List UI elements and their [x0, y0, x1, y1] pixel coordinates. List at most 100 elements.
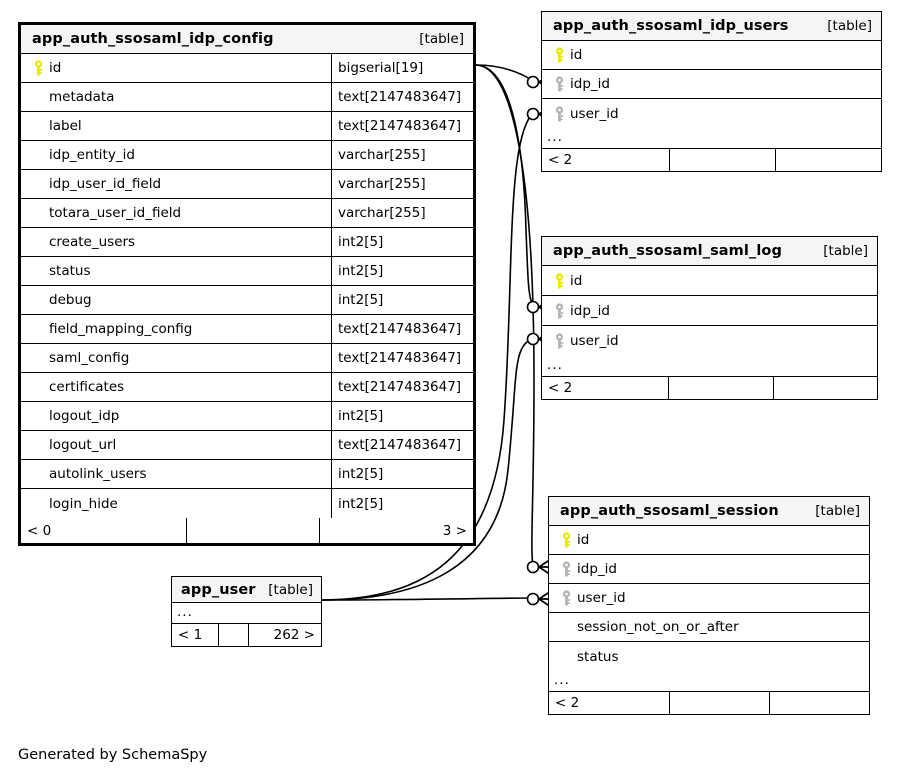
relation-idpconfig-to-session	[475, 64, 535, 567]
footer-cell-left[interactable]: < 2	[548, 380, 573, 396]
cardinality-zero-session-idpid	[526, 560, 540, 574]
table-title: app_auth_ssosaml_idp_users	[553, 18, 789, 34]
column-type: text[2147483647]	[331, 431, 473, 459]
table-row[interactable]: idp_id	[542, 70, 881, 99]
column-cell: idp_id	[542, 70, 881, 98]
table-row[interactable]: user_id	[549, 584, 869, 613]
footer-cell-right	[775, 149, 881, 171]
column-name: id	[49, 60, 62, 76]
column-name: metadata	[49, 89, 115, 105]
cardinality-zero-idpusers-userid	[526, 107, 540, 121]
column-cell: idp_user_id_field	[21, 170, 331, 198]
column-cell: login_hide	[21, 489, 331, 518]
table-row[interactable]: session_not_on_or_after	[549, 613, 869, 642]
column-name: autolink_users	[49, 466, 147, 482]
table-row[interactable]: id	[549, 526, 869, 555]
footer-cell-right	[769, 692, 869, 714]
table-row[interactable]: idp_id	[542, 296, 877, 326]
table-row[interactable]: saml_config text[2147483647]	[21, 344, 473, 373]
relation-idpconfig-to-idpusers	[475, 64, 534, 82]
column-type: int2[5]	[331, 286, 473, 314]
column-cell: idp_entity_id	[21, 141, 331, 169]
table-footer: < 0 3 >	[21, 518, 473, 543]
column-type: int2[5]	[331, 402, 473, 430]
column-cell: id	[21, 54, 331, 82]
column-cell: user_id	[542, 99, 881, 128]
footer-cell-middle	[669, 692, 769, 714]
column-cell: user_id	[542, 326, 877, 356]
column-name: saml_config	[49, 350, 130, 366]
table-row[interactable]: metadata text[2147483647]	[21, 83, 473, 112]
footer-cell-middle	[669, 149, 775, 171]
column-type: varchar[255]	[331, 141, 473, 169]
column-type: text[2147483647]	[331, 344, 473, 372]
footer-cell-left[interactable]: < 2	[555, 695, 580, 711]
footer-cell-left[interactable]: < 0	[27, 522, 52, 539]
footer-cell-left[interactable]: < 1	[178, 627, 203, 643]
column-name: id	[570, 272, 583, 289]
column-cell: logout_url	[21, 431, 331, 459]
primary-key-icon	[549, 47, 570, 63]
primary-key-icon	[28, 60, 49, 76]
table-row[interactable]: status	[549, 642, 869, 671]
column-cell: create_users	[21, 228, 331, 256]
more-columns-indicator: ...	[542, 356, 877, 377]
column-type: int2[5]	[331, 460, 473, 488]
table-row[interactable]: user_id	[542, 99, 881, 128]
column-cell: idp_id	[542, 296, 877, 325]
footer-cell-left[interactable]: < 2	[548, 152, 573, 168]
table-row[interactable]: id	[542, 41, 881, 70]
footer-cell-right[interactable]: 3 >	[319, 518, 473, 543]
column-type: varchar[255]	[331, 170, 473, 198]
cardinality-zero-idpusers-idpid	[526, 75, 540, 89]
table-title: app_user	[181, 581, 256, 598]
table-footer: < 2	[542, 149, 881, 171]
column-name: idp_id	[577, 561, 617, 577]
table-title: app_auth_ssosaml_saml_log	[553, 243, 782, 259]
primary-key-icon	[549, 272, 570, 289]
column-name: totara_user_id_field	[49, 205, 182, 221]
table-app-user[interactable]: app_user [table] ... < 1 262 >	[171, 576, 322, 647]
column-type: text[2147483647]	[331, 315, 473, 343]
footer-cell-middle	[186, 518, 319, 543]
column-type: text[2147483647]	[331, 83, 473, 111]
table-row[interactable]: user_id	[542, 326, 877, 356]
table-row[interactable]: id	[542, 266, 877, 296]
column-cell: metadata	[21, 83, 331, 111]
more-columns-indicator: ...	[542, 128, 881, 149]
table-row[interactable]: autolink_users int2[5]	[21, 460, 473, 489]
column-cell: totara_user_id_field	[21, 199, 331, 227]
table-header: app_user [table]	[172, 577, 321, 603]
table-row[interactable]: idp_id	[549, 555, 869, 584]
column-cell: label	[21, 112, 331, 140]
footer-cell-right[interactable]: 262 >	[248, 624, 321, 646]
footer-cell-middle	[218, 624, 248, 646]
cardinality-zero-session-userid	[526, 592, 540, 606]
column-cell: status	[549, 642, 869, 671]
table-type-tag: [table]	[419, 31, 464, 47]
more-columns-indicator: ...	[172, 603, 321, 624]
column-name: user_id	[577, 590, 626, 606]
cardinality-zero-samllog-userid	[526, 332, 540, 346]
cardinality-zero-samllog-idpid	[526, 300, 540, 314]
column-cell: id	[542, 266, 877, 295]
